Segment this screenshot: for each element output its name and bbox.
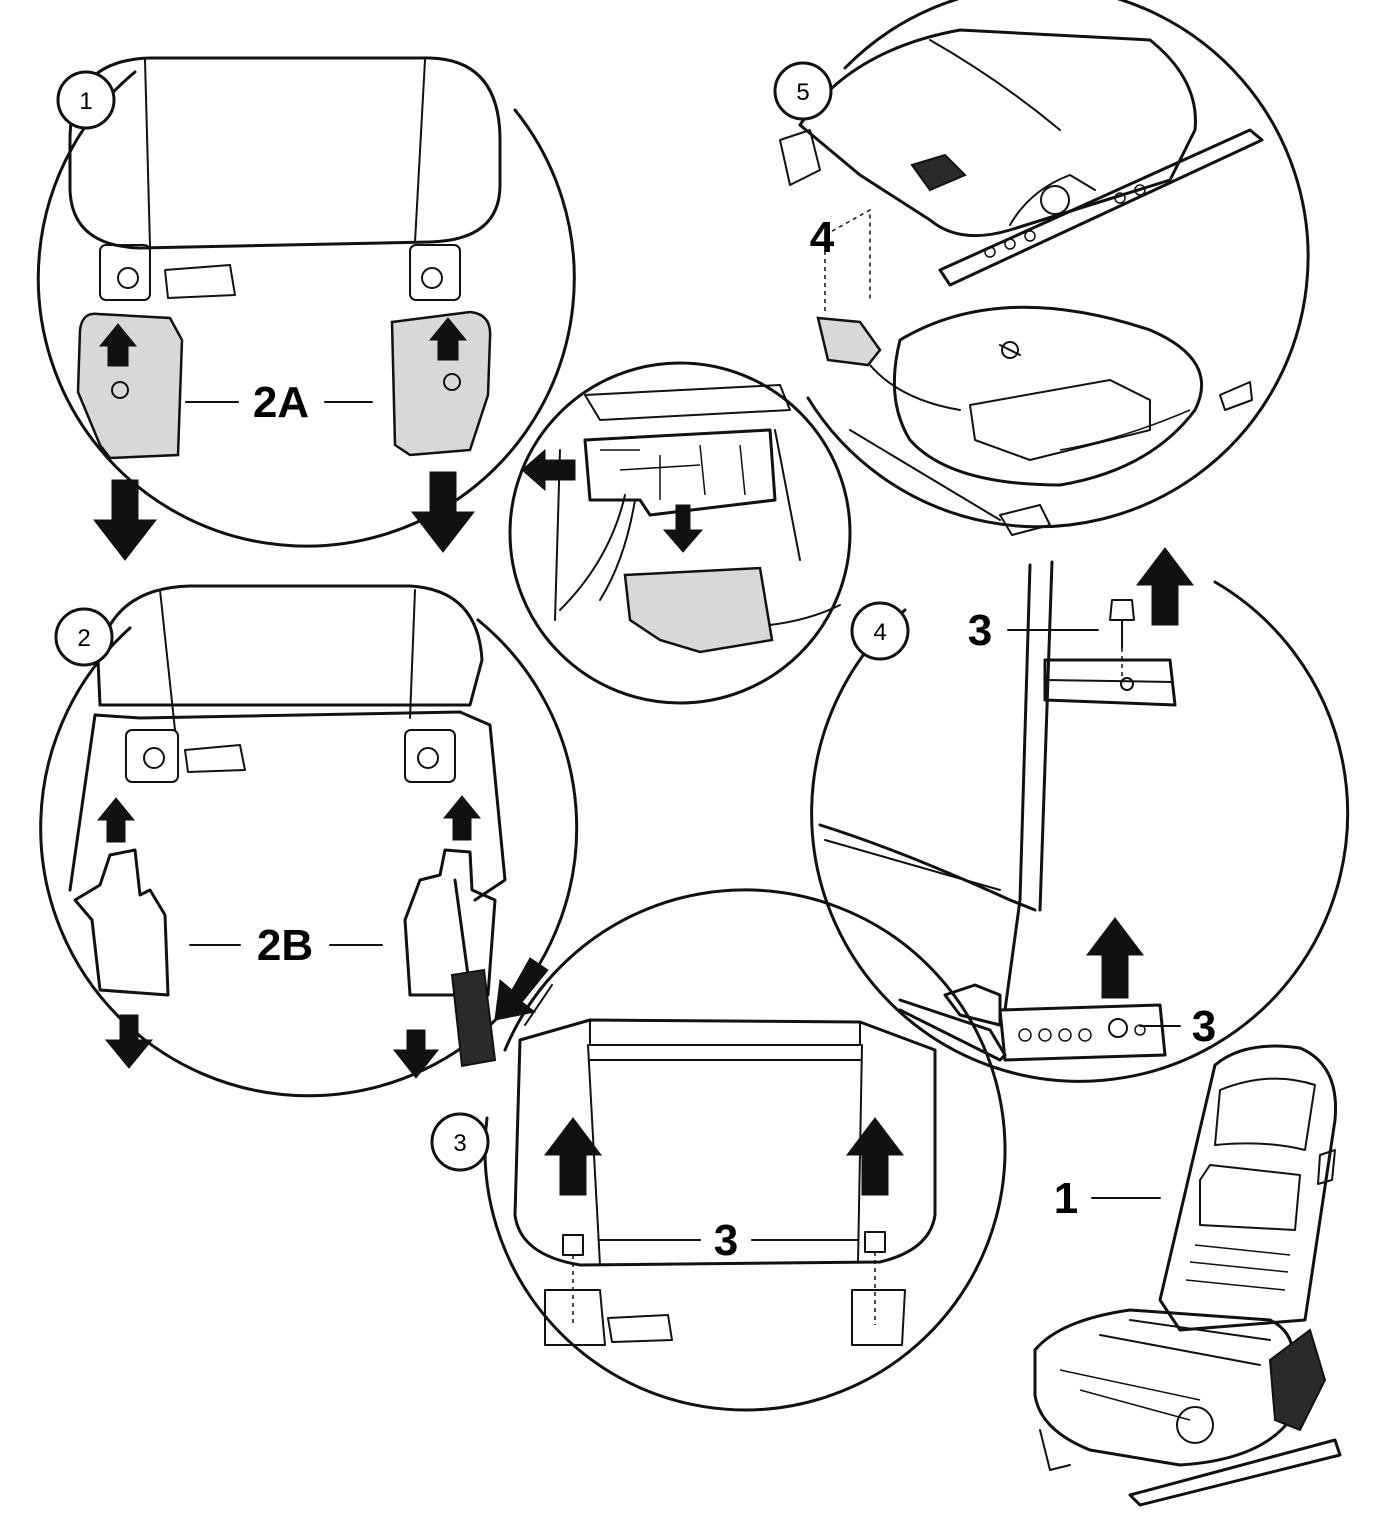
seat-cushion [1033,1308,1294,1467]
down-arrow-icon [662,504,704,553]
step-3-number: 3 [453,1130,466,1157]
head-restraint-guide-left [73,848,170,997]
bolt-icon [1109,599,1135,621]
step-2-panel: 2B 2 [39,584,579,1098]
step-1-badge [56,70,116,130]
headrest [96,584,484,707]
callout-1: 1 [1054,1174,1078,1223]
step-1-panel: 2A 1 [36,56,576,561]
connector-plug [623,566,774,654]
callout-2b: 2B [257,921,313,970]
bolt-icon [562,1234,584,1256]
seat-backrest [1158,1044,1338,1332]
head-restraint-guide-left [76,312,184,460]
electrical-connector [583,428,777,517]
head-restraint-guide-right [390,310,492,457]
seat-control-module-tray [892,305,1204,487]
callout-3-bottom: 3 [1192,1002,1216,1051]
headrest [68,56,502,250]
left-arrow-icon [521,448,576,492]
head-restraint-guide-right [403,848,497,997]
callout-4: 4 [810,213,835,262]
up-arrow-icon [543,1117,603,1196]
down-arrow-icon [410,471,476,553]
seat-overview: 1 [1033,1044,1342,1507]
seat-wiring-connector [816,316,882,367]
step-4-panel: 3 3 4 [810,547,1350,1083]
step-4-badge [850,601,910,661]
step-5-badge [773,61,833,121]
step-3-panel: 3 3 [430,888,1007,1412]
connector-detail-panel [508,361,852,705]
step-4-number: 4 [873,619,886,646]
connector-detail-circle [508,361,852,705]
step-5-number: 5 [796,79,809,106]
seat-back [513,1018,937,1267]
step-4-circle [810,580,1350,1083]
callout-3-top: 3 [968,606,992,655]
seat-rail-front [1043,658,1177,707]
step-5-panel: 4 5 [773,0,1310,536]
bolt-icon [1108,1018,1128,1038]
step-2-badge [54,607,114,667]
up-arrow-icon [1085,917,1145,999]
up-arrow-icon [1135,547,1195,626]
step-5-circle [806,0,1310,529]
screwdriver-icon [450,968,497,1068]
callout-2a: 2A [253,378,309,427]
step-2-circle [39,618,579,1098]
seat-rail-rear [998,1003,1167,1062]
down-arrow-icon [92,479,158,561]
bolt-icon [864,1231,886,1253]
step-3-badge [430,1112,490,1172]
step-1-circle [36,70,576,548]
step-1-number: 1 [79,88,92,115]
seat-rail [1128,1438,1342,1507]
callout-3: 3 [714,1216,738,1265]
up-arrow-icon [845,1117,905,1196]
step-2-number: 2 [77,625,90,652]
